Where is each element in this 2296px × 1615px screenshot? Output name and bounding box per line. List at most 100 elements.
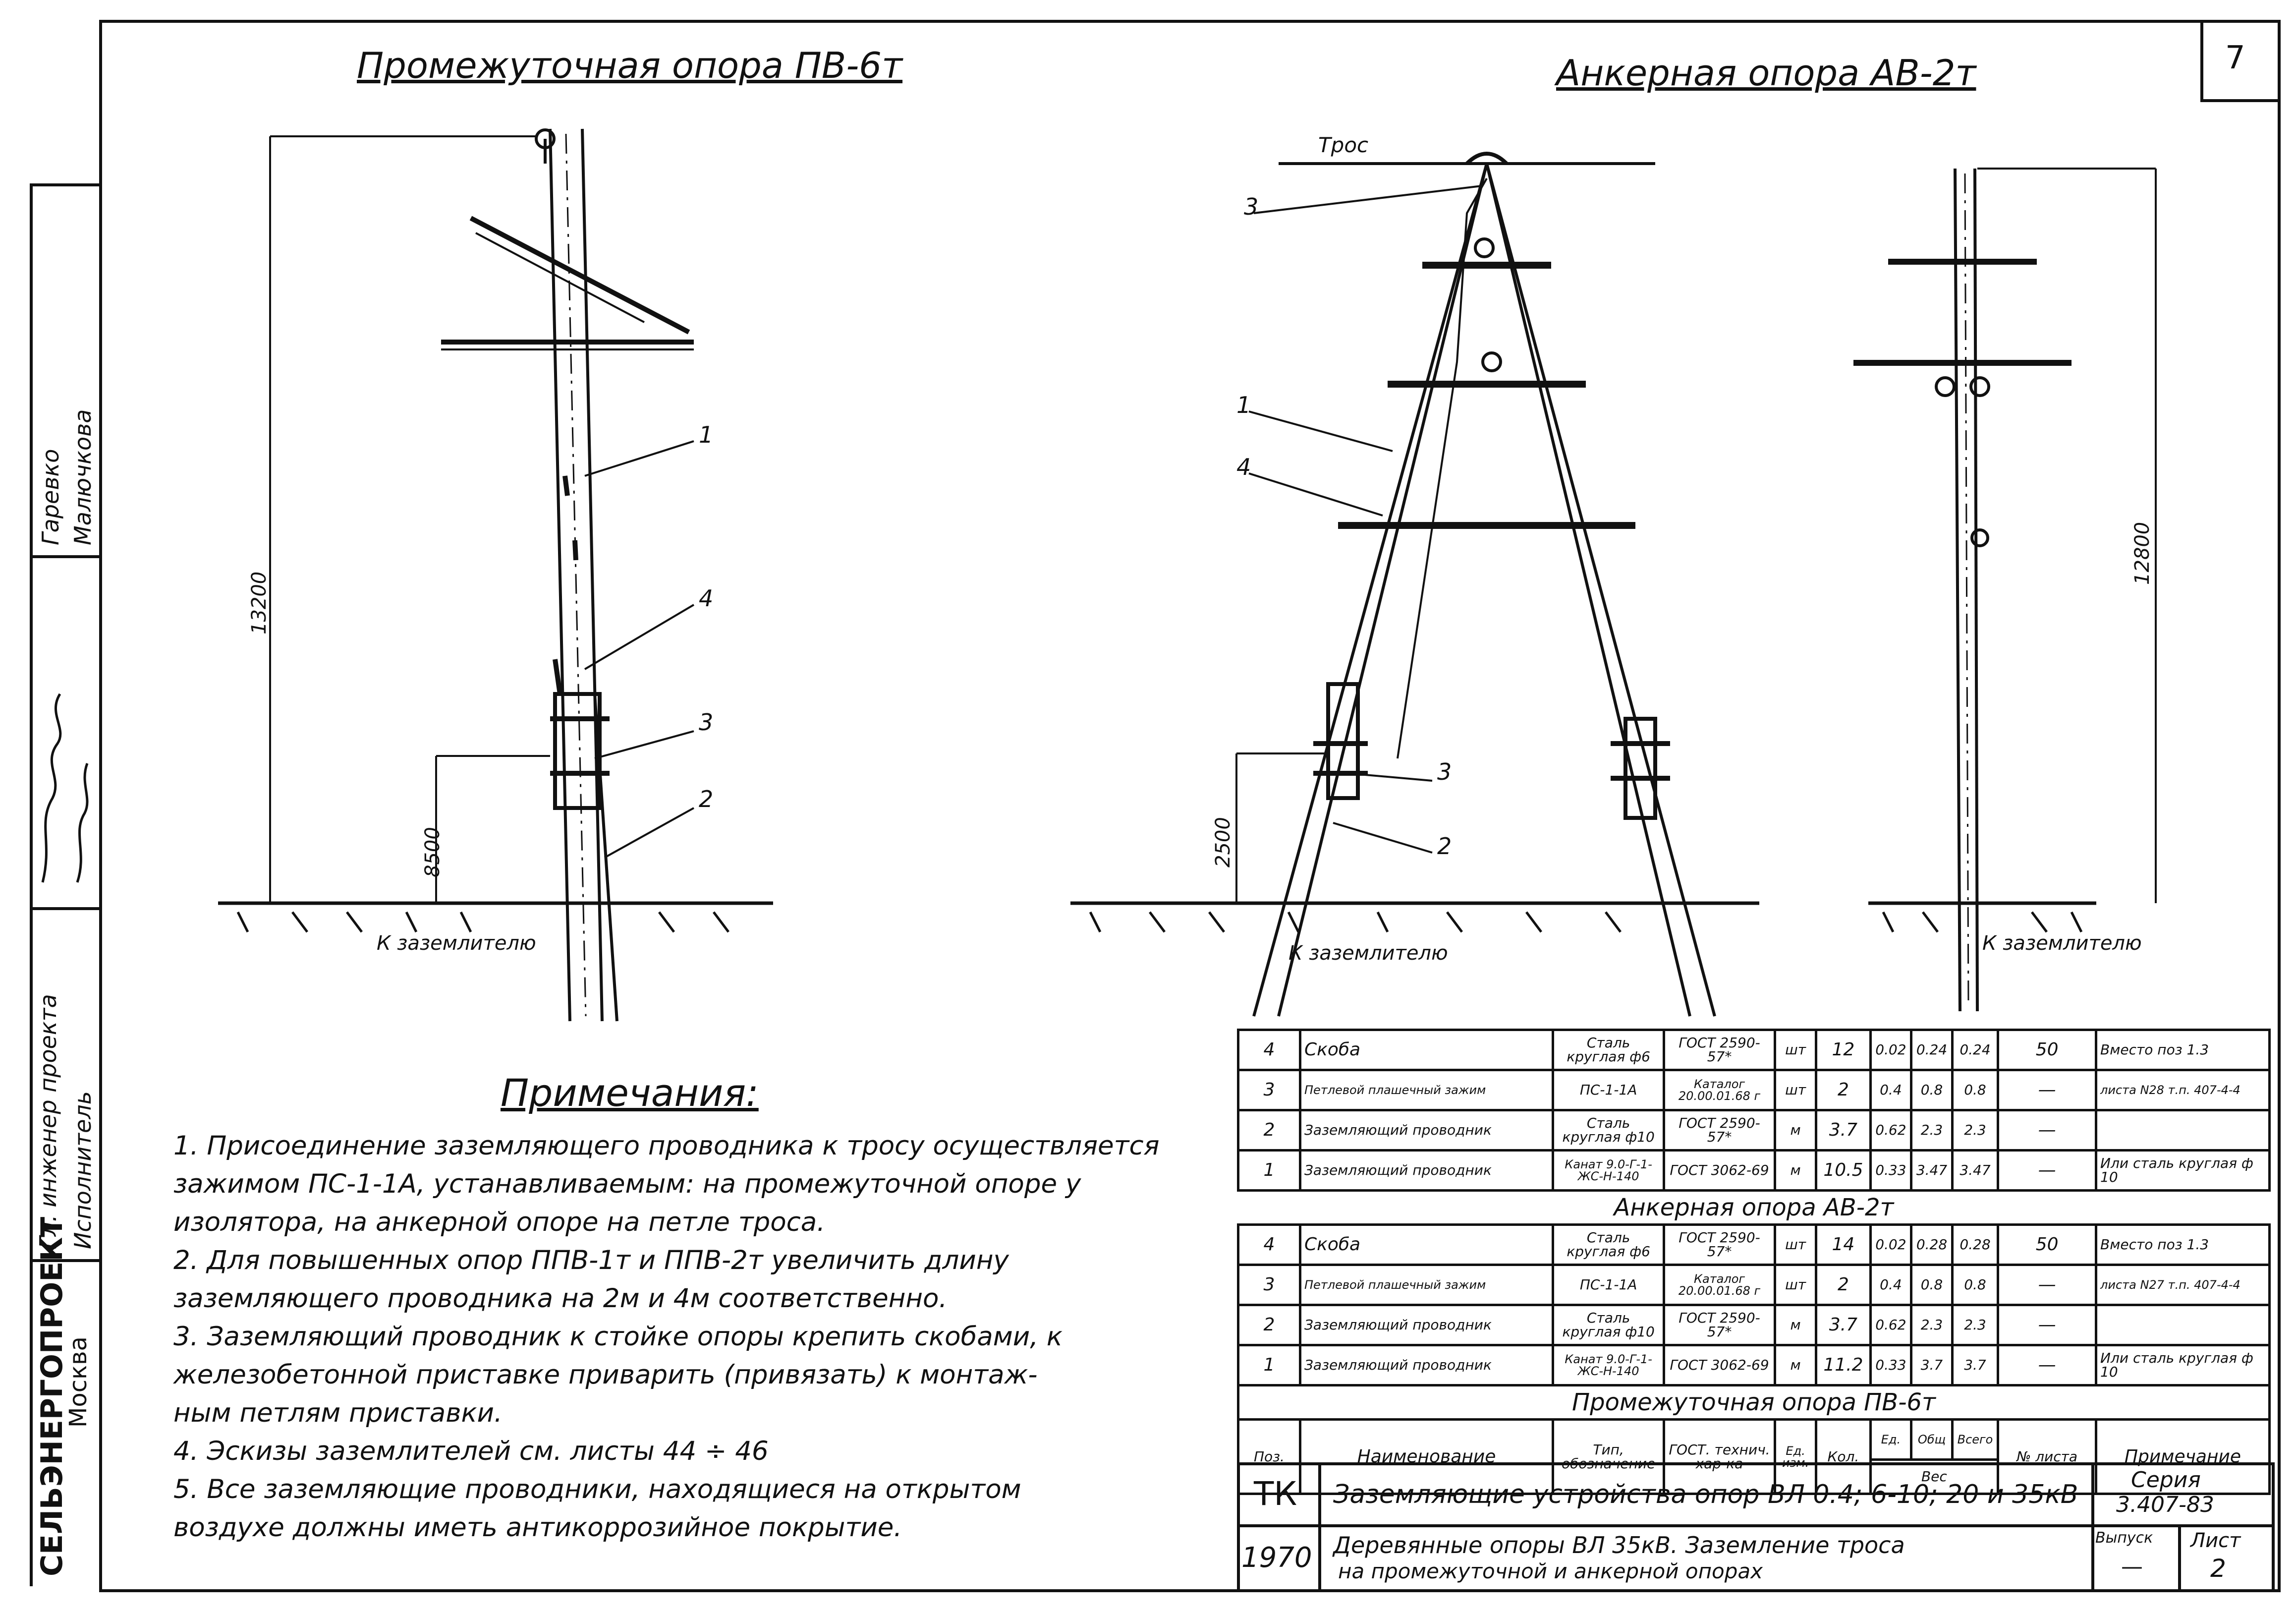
anchor-row-1: 1 Заземляющий проводник Канат 9.0-Г-1-ЖС… — [1237, 1149, 2271, 1192]
header-w-unit: Ед. — [1869, 1418, 1913, 1461]
series-value: 3.407-83 — [2116, 1492, 2214, 1517]
gost: ГОСТ 3062-69 — [1663, 1344, 1776, 1386]
gost: Каталог 20.00.01.68 г — [1663, 1264, 1776, 1306]
note: Вместо поз 1.3 — [2095, 1223, 2271, 1266]
w-total: 3.7 — [1910, 1344, 1954, 1386]
left-dim-lower: 8500 — [421, 827, 444, 877]
unit: шт — [1773, 1029, 1818, 1071]
left-callout-1: 1 — [699, 421, 714, 448]
inter-caption-row: Промежуточная опора ПВ-6т — [1237, 1384, 2271, 1421]
name: Заземляющий проводник — [1298, 1304, 1555, 1346]
qty: 3.7 — [1815, 1109, 1872, 1152]
gost: Каталог 20.00.01.68 г — [1663, 1069, 1776, 1111]
sheet: — — [1997, 1149, 2098, 1192]
name: Заземляющий проводник — [1298, 1149, 1555, 1192]
w-all: 0.24 — [1951, 1029, 2000, 1071]
unit: м — [1773, 1109, 1818, 1152]
note-line: изолятора, на анкерной опоре на петле тр… — [173, 1207, 826, 1237]
inter-row-2: 2 Заземляющий проводник Сталь круглая ф1… — [1237, 1304, 2271, 1346]
note — [2095, 1109, 2271, 1152]
sheet-value: 2 — [2210, 1554, 2226, 1583]
sheet: 50 — [1997, 1029, 2098, 1071]
w-unit: 0.02 — [1869, 1029, 1913, 1071]
name: Петлевой плашечный зажим — [1298, 1069, 1555, 1111]
title-code: ТК — [1254, 1475, 1297, 1513]
pos: 1 — [1237, 1344, 1301, 1386]
w-all: 2.3 — [1951, 1304, 2000, 1346]
w-total: 2.3 — [1910, 1109, 1954, 1152]
note: листа N28 т.п. 407-4-4 — [2095, 1069, 2271, 1111]
anchor-caption-row: Анкерная опора АВ-2т — [1238, 1189, 2270, 1226]
w-all: 3.7 — [1951, 1344, 2000, 1386]
note-line: заземляющего проводника на 2м и 4м соотв… — [173, 1283, 948, 1314]
note: листа N27 т.п. 407-4-4 — [2095, 1264, 2271, 1306]
header-row-top: Поз. Наименование Тип, обозначение ГОСТ.… — [1237, 1418, 2271, 1495]
name: Скоба — [1298, 1029, 1555, 1071]
title-block — [1237, 1462, 2275, 1592]
sheet: — — [1997, 1069, 2098, 1111]
left-callout-2: 2 — [699, 786, 714, 812]
inter-row-3: 3 Петлевой плашечный зажим ПС-1-1А Катал… — [1237, 1264, 2271, 1306]
series-label: Серия — [2131, 1467, 2201, 1493]
anchor-row-2: 2 Заземляющий проводник Сталь круглая ф1… — [1237, 1109, 2271, 1152]
w-unit: 0.4 — [1869, 1264, 1913, 1306]
strip-edge — [30, 183, 33, 1586]
name: Заземляющий проводник — [1298, 1109, 1555, 1152]
unit: шт — [1773, 1223, 1818, 1266]
title-line-2b: на промежуточной и анкерной опорах — [1338, 1559, 1763, 1583]
issue-value: — — [2121, 1554, 2143, 1579]
type: Канат 9.0-Г-1-ЖС-Н-140 — [1552, 1344, 1666, 1386]
inter-row-4: 4 Скоба Сталь круглая ф6 ГОСТ 2590-57* ш… — [1237, 1223, 2271, 1266]
w-total: 0.8 — [1910, 1069, 1954, 1111]
w-total: 2.3 — [1910, 1304, 1954, 1346]
middle-callout-2: 2 — [1437, 833, 1452, 860]
gost: ГОСТ 3062-69 — [1663, 1149, 1776, 1192]
left-drawing-title: Промежуточная опора ПВ-6т — [357, 45, 903, 86]
gost: ГОСТ 2590-57* — [1663, 1029, 1776, 1071]
type: ПС-1-1А — [1552, 1069, 1666, 1111]
gost: ГОСТ 2590-57* — [1663, 1223, 1776, 1266]
header-gost: ГОСТ. технич. хар-ка — [1663, 1418, 1776, 1495]
qty: 10.5 — [1815, 1149, 1872, 1192]
strip-divider — [30, 555, 99, 558]
w-all: 2.3 — [1951, 1109, 2000, 1152]
unit: м — [1773, 1149, 1818, 1192]
qty: 11.2 — [1815, 1344, 1872, 1386]
pos: 2 — [1237, 1304, 1301, 1346]
title-year: 1970 — [1241, 1542, 1312, 1574]
header-sheet: № листа — [1997, 1418, 2098, 1495]
w-unit: 0.62 — [1869, 1304, 1913, 1346]
qty: 2 — [1815, 1264, 1872, 1306]
unit: м — [1773, 1344, 1818, 1386]
w-unit: 0.33 — [1869, 1149, 1913, 1192]
middle-callout-4: 4 — [1236, 454, 1251, 480]
w-all: 0.8 — [1951, 1069, 2000, 1111]
header-pos: Поз. — [1237, 1418, 1301, 1495]
w-all: 0.28 — [1951, 1223, 2000, 1266]
title-line-1: Заземляющие устройства опор ВЛ 0.4; 6-10… — [1333, 1480, 2078, 1509]
notes-title: Примечания: — [501, 1071, 759, 1115]
qty: 12 — [1815, 1029, 1872, 1071]
w-unit: 0.02 — [1869, 1223, 1913, 1266]
pos: 3 — [1237, 1069, 1301, 1111]
w-all: 0.8 — [1951, 1264, 2000, 1306]
qty: 14 — [1815, 1223, 1872, 1266]
type: Канат 9.0-Г-1-ЖС-Н-140 — [1552, 1149, 1666, 1192]
spec-table: 4 Скоба Сталь круглая ф6 ГОСТ 2590-57* ш… — [1237, 1029, 2271, 1495]
middle-ground-label: К заземлителю — [1288, 942, 1448, 965]
pos: 2 — [1237, 1109, 1301, 1152]
gost: ГОСТ 2590-57* — [1663, 1304, 1776, 1346]
unit: шт — [1773, 1264, 1818, 1306]
strip-divider — [30, 907, 99, 910]
name: Петлевой плашечный зажим — [1298, 1264, 1555, 1306]
pos: 4 — [1237, 1223, 1301, 1266]
strip-divider — [30, 183, 99, 186]
name: Скоба — [1298, 1223, 1555, 1266]
type: Сталь круглая ф6 — [1552, 1223, 1666, 1266]
note-line: зажимом ПС-1-1А, устанавливаемым: на про… — [173, 1169, 1081, 1199]
middle-callout-3a: 3 — [1244, 193, 1259, 220]
unit: шт — [1773, 1069, 1818, 1111]
w-all: 3.47 — [1951, 1149, 2000, 1192]
sheet: — — [1997, 1109, 2098, 1152]
